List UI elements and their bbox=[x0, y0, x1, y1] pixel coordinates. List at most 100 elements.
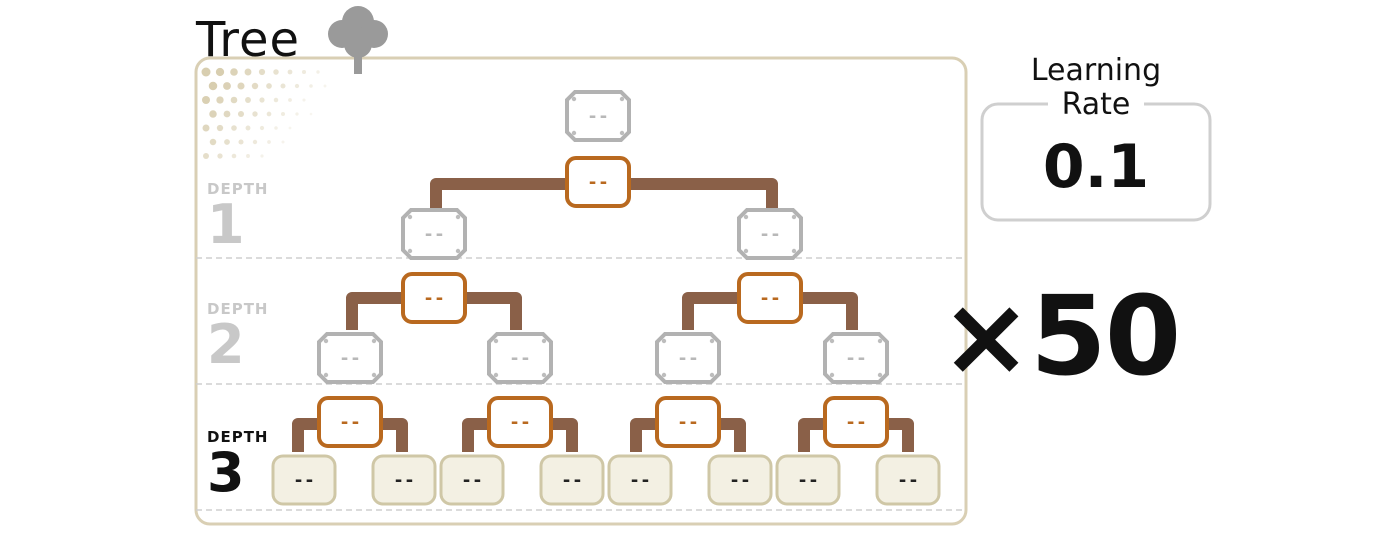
node-value: -- bbox=[629, 470, 651, 491]
decor-dot bbox=[224, 139, 230, 145]
node-value: -- bbox=[677, 348, 699, 369]
node-value: -- bbox=[797, 470, 819, 491]
node-rivet bbox=[571, 96, 577, 102]
depth3-feature-node-2: -- bbox=[487, 332, 553, 384]
node-value: -- bbox=[759, 288, 781, 309]
node-box bbox=[539, 454, 605, 506]
depth2-feature-node-1: -- bbox=[401, 208, 467, 260]
leaf-node-4: -- bbox=[539, 454, 605, 506]
decor-dot bbox=[223, 110, 231, 118]
node-rivet bbox=[541, 372, 547, 378]
node-box bbox=[875, 454, 941, 506]
node-value: -- bbox=[587, 106, 609, 127]
node-value: -- bbox=[845, 412, 867, 433]
depth2-split-node-1: -- bbox=[401, 272, 467, 324]
depth2-feature-node-2: -- bbox=[737, 208, 803, 260]
node-box bbox=[439, 454, 505, 506]
decor-dot bbox=[230, 96, 238, 104]
decor-dot bbox=[281, 112, 285, 116]
node-rivet bbox=[619, 130, 625, 136]
decor-dot bbox=[273, 97, 279, 103]
leaf-node-6: -- bbox=[707, 454, 773, 506]
decor-dot bbox=[281, 140, 285, 144]
depth-1-word: DEPTH bbox=[207, 180, 269, 198]
decor-dot bbox=[203, 153, 209, 159]
decor-dot bbox=[259, 97, 265, 103]
node-value: -- bbox=[509, 412, 531, 433]
root-split-node: -- bbox=[565, 156, 631, 208]
decor-dot bbox=[323, 84, 327, 88]
node-rivet bbox=[455, 214, 461, 220]
node-rivet bbox=[493, 338, 499, 344]
decor-dot bbox=[231, 125, 237, 131]
decor-dot bbox=[209, 138, 217, 146]
learning-rate-label-line1: Learning bbox=[980, 54, 1212, 88]
decor-dot bbox=[246, 154, 250, 158]
leaf-node-1: -- bbox=[271, 454, 337, 506]
decor-dot bbox=[244, 68, 252, 76]
node-rivet bbox=[407, 248, 413, 254]
decor-dot bbox=[251, 82, 259, 90]
decor-dot bbox=[209, 110, 217, 118]
decor-dot bbox=[252, 139, 258, 145]
decor-dot bbox=[288, 126, 292, 130]
decor-dot bbox=[309, 84, 313, 88]
node-value: -- bbox=[423, 288, 445, 309]
node-box bbox=[607, 454, 673, 506]
node-box bbox=[371, 454, 437, 506]
depth3-split-node-2: -- bbox=[487, 396, 553, 448]
decor-dot bbox=[216, 124, 224, 132]
decor-dot bbox=[245, 125, 251, 131]
tree-title: Tree bbox=[196, 12, 301, 68]
decor-dot bbox=[202, 96, 210, 104]
decor-dot bbox=[302, 98, 306, 102]
depth-3-label: DEPTH 3 bbox=[207, 428, 268, 500]
node-box bbox=[737, 272, 803, 324]
node-value: -- bbox=[423, 224, 445, 245]
node-rivet bbox=[791, 214, 797, 220]
decor-dot bbox=[301, 69, 307, 75]
node-box bbox=[487, 332, 553, 384]
depth2-split-node-2: -- bbox=[737, 272, 803, 324]
depth-1-number: 1 bbox=[207, 193, 245, 256]
decor-dot bbox=[309, 112, 313, 116]
leaf-node-3: -- bbox=[439, 454, 505, 506]
node-rivet bbox=[371, 338, 377, 344]
node-box bbox=[271, 454, 337, 506]
node-box bbox=[775, 454, 841, 506]
node-rivet bbox=[541, 338, 547, 344]
decor-dot bbox=[259, 125, 265, 131]
node-rivet bbox=[407, 214, 413, 220]
learning-rate-label: Learning Rate bbox=[980, 54, 1212, 122]
node-box bbox=[823, 332, 889, 384]
decor-dot bbox=[216, 96, 224, 104]
node-rivet bbox=[661, 372, 667, 378]
decor-dot bbox=[231, 153, 237, 159]
decor-dot bbox=[237, 82, 245, 90]
node-value: -- bbox=[561, 470, 583, 491]
decorative-dots bbox=[201, 67, 327, 159]
node-box bbox=[655, 332, 721, 384]
node-box bbox=[317, 332, 383, 384]
leaf-node-7: -- bbox=[775, 454, 841, 506]
depth3-feature-node-3: -- bbox=[655, 332, 721, 384]
decor-dot bbox=[273, 69, 279, 75]
node-value: -- bbox=[587, 172, 609, 193]
node-box bbox=[565, 90, 631, 142]
decor-dot bbox=[260, 154, 264, 158]
node-box bbox=[737, 208, 803, 260]
node-value: -- bbox=[461, 470, 483, 491]
decor-dot bbox=[316, 70, 320, 74]
tree-multiplier: ×50 bbox=[940, 272, 1181, 400]
leaf-node-5: -- bbox=[607, 454, 673, 506]
node-rivet bbox=[877, 338, 883, 344]
depth-3-number: 3 bbox=[207, 441, 245, 504]
node-value: -- bbox=[759, 224, 781, 245]
node-value: -- bbox=[293, 470, 315, 491]
node-box bbox=[401, 208, 467, 260]
node-box bbox=[487, 396, 553, 448]
tree-frame bbox=[194, 56, 968, 526]
decor-dot bbox=[237, 110, 245, 118]
node-value: -- bbox=[897, 470, 919, 491]
